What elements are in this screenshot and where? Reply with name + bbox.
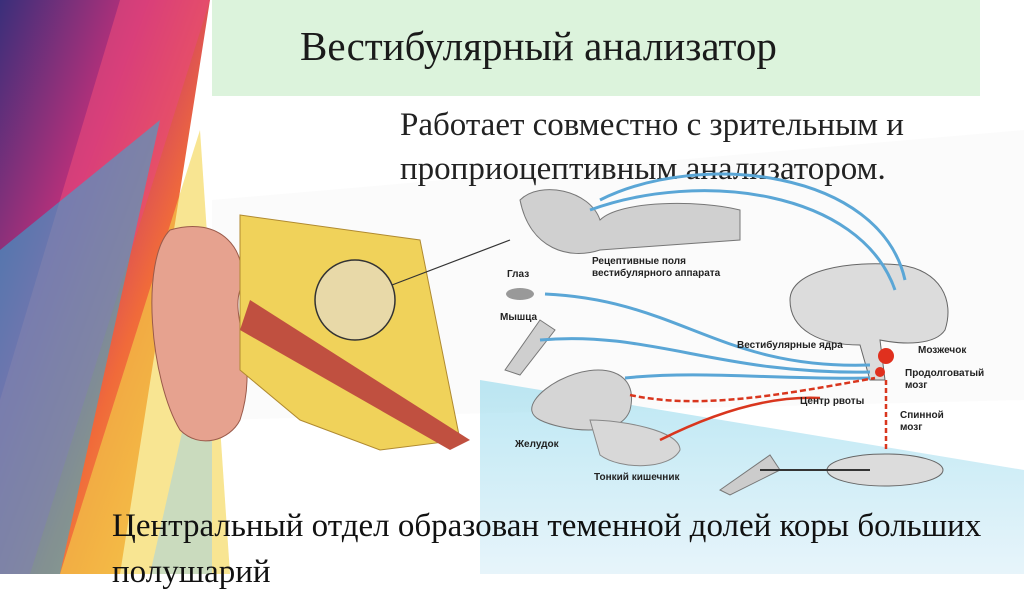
label-line: Спинной	[900, 410, 944, 421]
effector-muscle-illustration	[719, 454, 781, 496]
label-cerebellum: Мозжечок	[918, 345, 967, 356]
label-line: Продолговатый	[905, 368, 985, 379]
red-nerve-pathways	[629, 376, 888, 450]
stomach-illustration	[531, 369, 632, 431]
label-line: мозг	[905, 380, 928, 391]
label-stomach: Желудок	[515, 439, 559, 450]
label-muscle: Мышца	[500, 312, 538, 323]
label-line: Рецептивные поля	[592, 256, 686, 267]
vestibular-diagram	[151, 172, 949, 496]
title-box	[212, 0, 980, 96]
label-line: мозг	[900, 422, 923, 433]
inner-ear-illustration	[519, 189, 741, 254]
label-small-intestine: Тонкий кишечник	[594, 472, 680, 483]
label-eye: Глаз	[507, 269, 530, 280]
slide-subtitle: Работает совместно с зрительным и пропри…	[400, 107, 904, 187]
slide-title: Вестибулярный анализатор	[300, 23, 777, 69]
intestine-illustration	[589, 419, 681, 467]
ear-illustration	[151, 214, 511, 451]
label-vomit-center: Центр рвоты	[800, 396, 865, 407]
brain-illustration	[789, 263, 949, 487]
label-line: вестибулярного аппарата	[592, 268, 721, 279]
muscle-illustration	[504, 319, 556, 376]
slide-footer-text: Центральный отдел образован теменной дол…	[112, 508, 982, 590]
eye-illustration	[506, 288, 534, 300]
blue-nerve-pathways	[539, 172, 907, 380]
label-vestibular-nuclei: Вестибулярные ядра	[737, 340, 843, 351]
